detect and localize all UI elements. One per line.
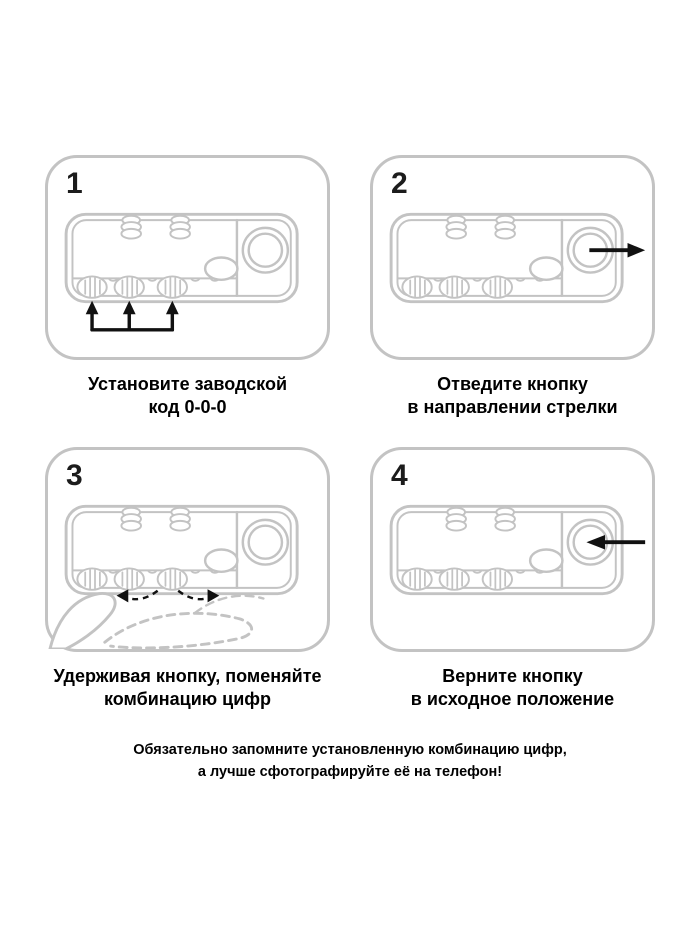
lock-illustration [64,212,299,332]
arrow-right-icon [589,242,646,258]
step-3: 3 [45,447,330,711]
combination-lock-icon [64,504,299,596]
step-1: 1 [45,155,330,419]
step-1-panel: 1 [45,155,330,360]
combination-lock-icon [64,212,299,304]
step-4: 4 Верните кнопку в исходное положение [370,447,655,711]
step-2-caption: Отведите кнопку в направлении стрелки [407,374,618,418]
combination-lock-icon [389,504,624,596]
step-number: 1 [66,167,83,200]
lock-illustration [389,504,646,596]
step-number: 3 [66,459,83,493]
step-1-caption: Установите заводской код 0-0-0 [87,374,288,418]
hand-icon [48,592,265,650]
arrow-left-icon [586,535,646,550]
step-4-panel: 4 [370,447,655,653]
step-3-panel: 3 [45,447,330,653]
step-number: 4 [391,459,408,493]
step-4-caption: Верните кнопку в исходное положение [410,666,615,710]
step-2-panel: 2 [370,155,655,360]
set-dials-arrows-icon [85,300,179,332]
combination-lock-icon [389,212,624,304]
step-2: 2 Отведите кнопку в направлении стрелки [370,155,655,419]
step-number: 2 [391,167,408,200]
lock-illustration [48,504,299,650]
lock-illustration [389,212,646,304]
rotate-dials-arrows-icon [116,589,220,603]
steps-grid: 1 [45,155,655,711]
footer-note: Обязательно запомните установленную комб… [133,742,567,780]
step-3-caption: Удерживая кнопку, поменяйте комбинацию ц… [53,666,322,710]
